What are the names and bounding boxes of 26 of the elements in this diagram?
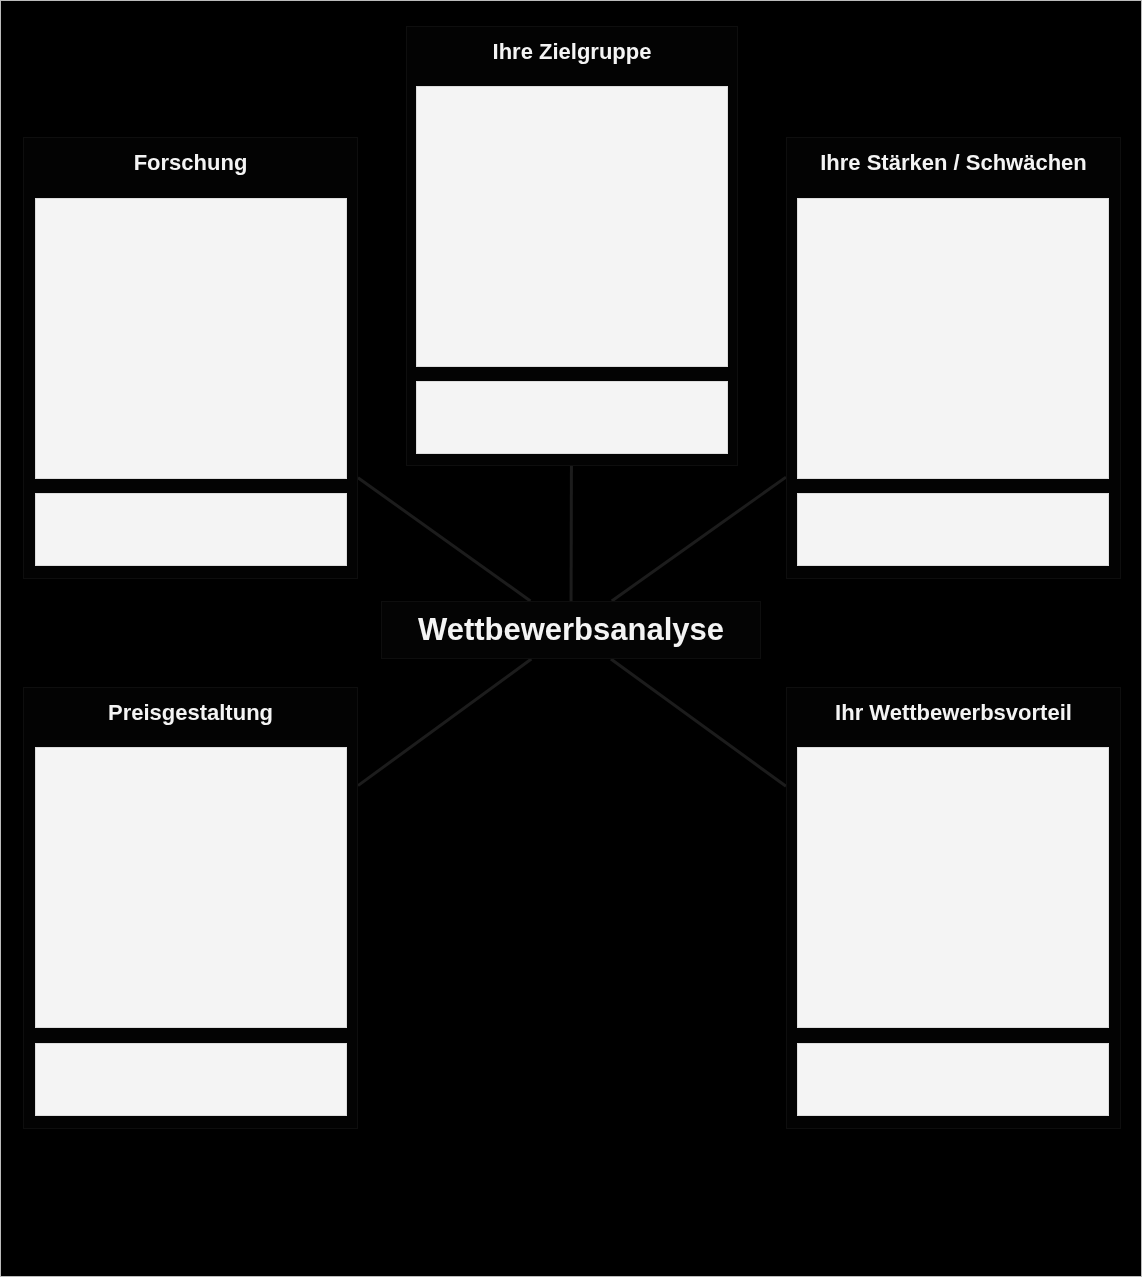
connector-line: [357, 476, 532, 603]
answer-box: [797, 747, 1109, 1028]
connector-line: [357, 657, 533, 787]
section-heading: Ihre Zielgruppe: [491, 39, 653, 65]
answer-box: [797, 1043, 1109, 1116]
answer-box: [416, 381, 728, 454]
connector-line: [610, 475, 787, 603]
section-panel: [786, 687, 1121, 1129]
answer-box: [35, 1043, 347, 1116]
answer-box: [35, 747, 347, 1028]
section-panel: [23, 137, 358, 579]
answer-box: [35, 493, 347, 566]
section-heading: Preisgestaltung: [106, 700, 274, 726]
answer-box: [797, 493, 1109, 566]
section-heading: Forschung: [132, 150, 249, 176]
section-heading: Ihre Stärken / Schwächen: [819, 150, 1088, 176]
section-panel: [406, 26, 738, 466]
answer-box: [416, 86, 728, 367]
section-panel: [786, 137, 1121, 579]
connector-line: [610, 657, 787, 788]
central-title: Wettbewerbsanalyse: [417, 612, 725, 648]
section-panel: [23, 687, 358, 1129]
answer-box: [797, 198, 1109, 479]
answer-box: [35, 198, 347, 479]
central-topic-box: [381, 601, 761, 659]
section-heading: Ihr Wettbewerbsvorteil: [834, 700, 1073, 726]
